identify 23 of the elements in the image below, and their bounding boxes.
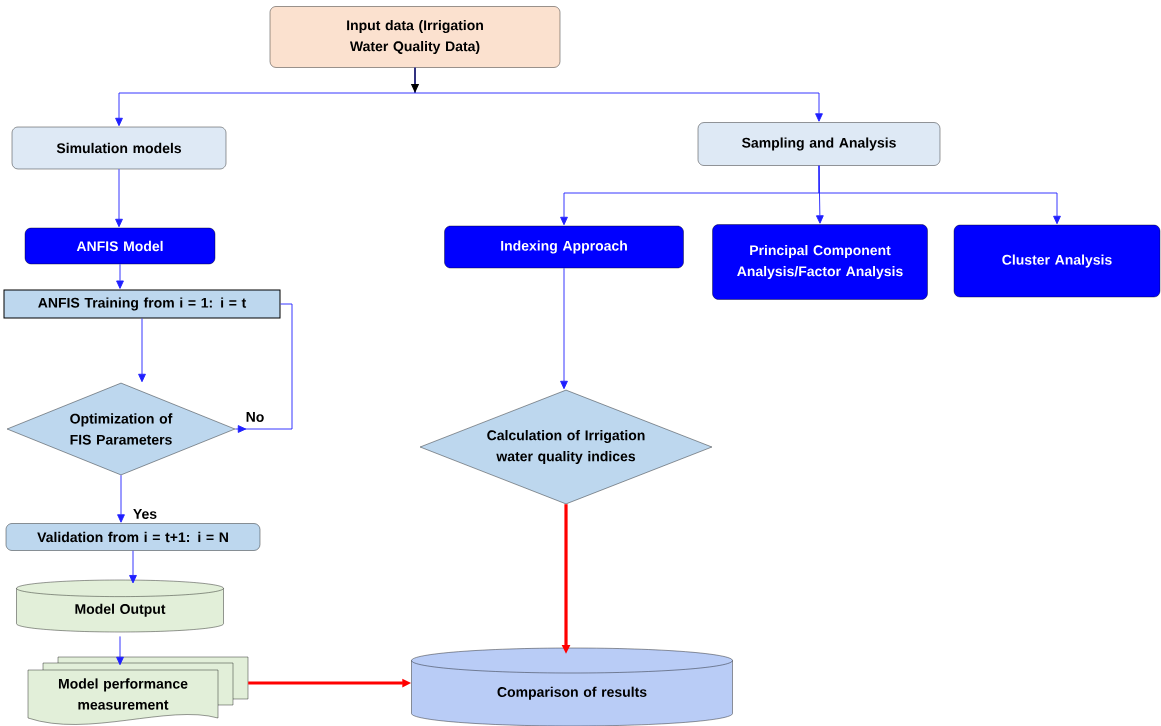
- edge-label: Yes: [133, 509, 157, 519]
- process-box: Principal Component Analysis/Factor Analysis: [712, 224, 928, 300]
- process-box: Cluster Analysis: [953, 224, 1161, 298]
- arrow: [234, 303, 293, 433]
- arrow: [116, 635, 124, 666]
- input-box: Input data (Irrigation Water Quality Data): [269, 6, 561, 68]
- process-box: Simulation models: [11, 126, 227, 170]
- database-cylinder: Model Output: [16, 579, 224, 633]
- arrow: [138, 318, 146, 383]
- arrow: [129, 550, 137, 584]
- edge-label: No: [246, 412, 264, 422]
- arrow: [818, 165, 1061, 225]
- process-box: ANFIS Training from i = 1: i = t: [3, 289, 281, 319]
- arrow: [116, 263, 124, 289]
- arrow: [115, 168, 123, 228]
- process-box: Indexing Approach: [444, 225, 684, 269]
- process-box: Validation from i = t+1: i = N: [5, 523, 261, 551]
- arrow: [411, 67, 419, 93]
- database-cylinder: Comparison of results: [411, 647, 733, 726]
- process-box: ANFIS Model: [24, 227, 216, 265]
- arrow: [117, 474, 125, 523]
- arrow: [560, 267, 568, 390]
- process-box: Sampling and Analysis: [697, 122, 941, 166]
